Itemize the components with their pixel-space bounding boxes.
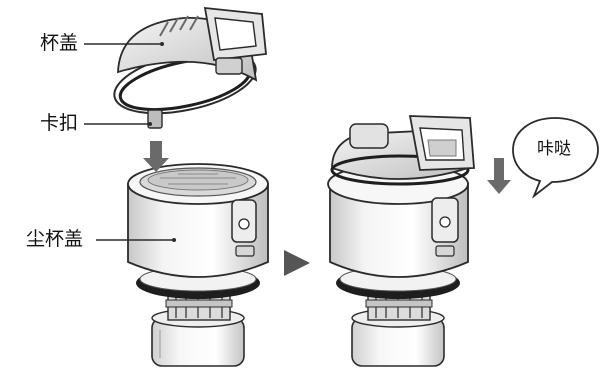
clip-label: 卡扣	[40, 114, 78, 133]
click-sound-label: 咔哒	[537, 141, 571, 158]
right-assembly	[328, 116, 511, 366]
left-lid	[109, 8, 266, 128]
press-down-arrow-icon	[487, 158, 511, 194]
right-arrow-icon	[284, 250, 310, 276]
left-assembly	[109, 8, 268, 366]
left-dust-cup-body	[128, 164, 268, 277]
lid-label: 杯盖	[40, 34, 78, 53]
dust-cup-lid-label: 尘杯盖	[26, 230, 83, 249]
